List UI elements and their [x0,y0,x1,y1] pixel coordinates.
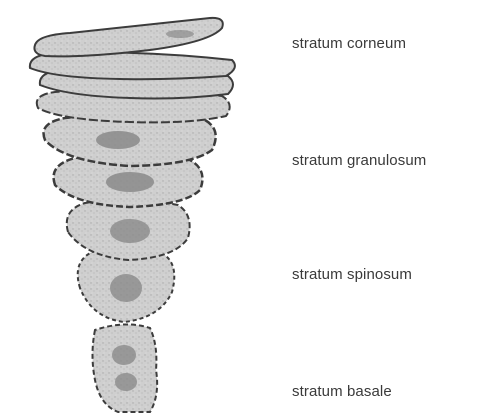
nucleus [166,30,194,38]
epidermis-cell-stack-diagram [0,0,290,415]
nucleus [110,274,142,302]
stratum-corneum-label: stratum corneum [292,35,406,52]
nucleus [115,373,137,391]
nucleus [106,172,154,192]
stratum-granulosum-label: stratum granulosum [292,152,426,169]
stratum-spinosum-label: stratum spinosum [292,266,412,283]
stratum-corneum-cells [30,18,235,122]
stratum-basale-label: stratum basale [292,383,392,400]
stratum-granulosum-cells [44,114,216,207]
stratum-spinosum-cells [67,200,190,322]
nucleus [96,131,140,149]
nucleus [110,219,150,243]
stratum-basale-cells [93,324,158,412]
nucleus [112,345,136,365]
